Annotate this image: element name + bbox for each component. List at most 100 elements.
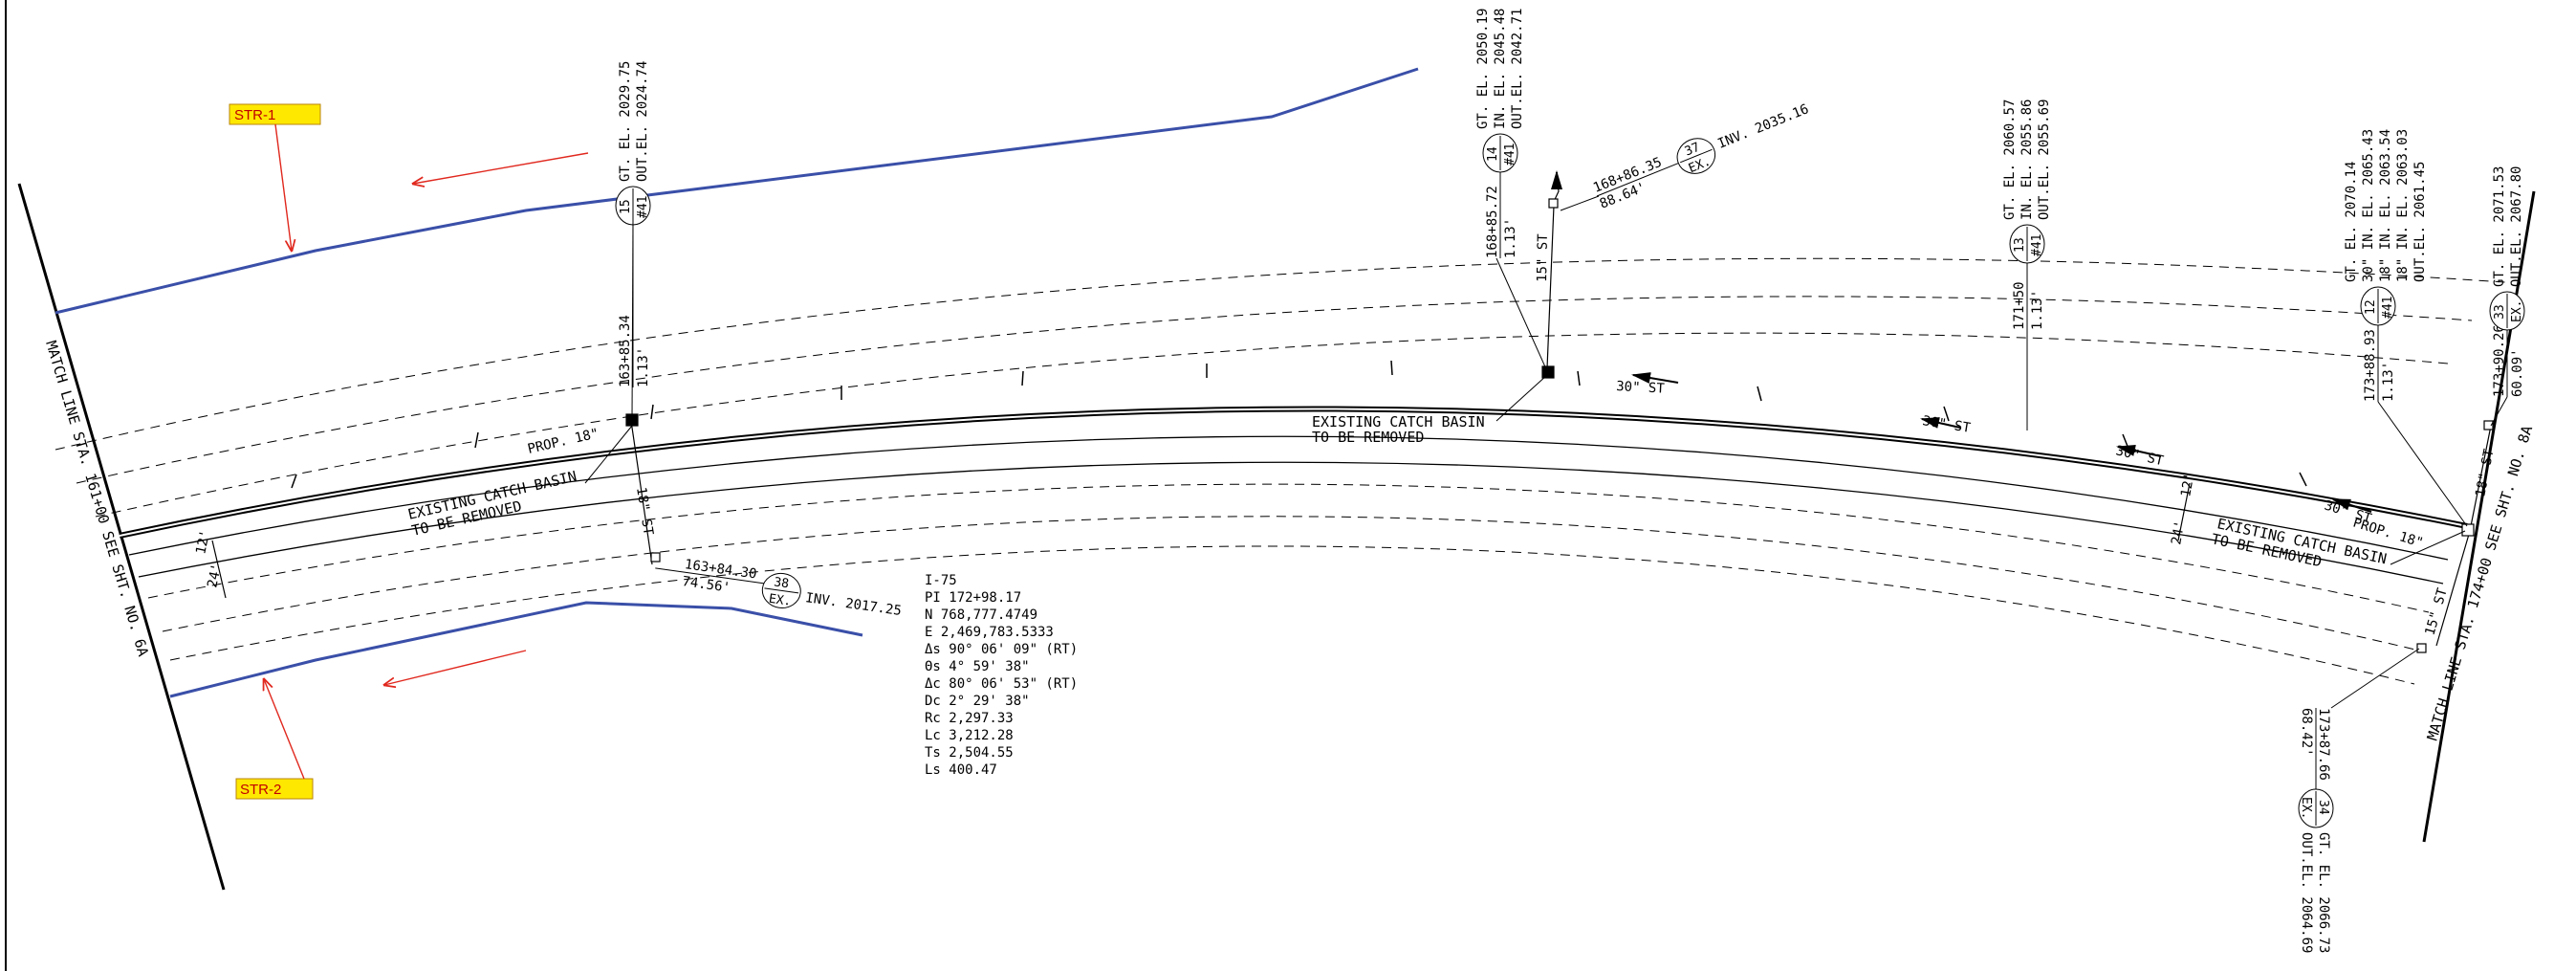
station-13: 171+50 [2012,281,2027,330]
str-2-leader [264,679,305,780]
elev-12-4: OUT.EL. 2061.45 [2412,162,2428,282]
flow-arrow-south [384,650,527,685]
elev-34-0: GT. EL. 2066.73 [2316,832,2331,953]
elev-34-1: OUT.EL. 2064.69 [2299,832,2314,953]
leader-cb-mid [1495,374,1548,422]
structure-symbols [625,198,2494,653]
curve-line-7: Dc 2° 29' 38" [925,694,1030,709]
structure-15-callout[interactable]: 163+85.34 1.13' 15 #41 GT. EL. 2029.75 O… [615,61,651,387]
leader-37 [1560,195,1600,211]
struct-type-12: #41 [2381,297,2395,319]
offset-33: 60.09' [2510,348,2525,397]
leader-33 [2490,396,2508,427]
elev-15-0: GT. EL. 2029.75 [618,61,633,182]
struct-type-33: EX. [2510,300,2524,322]
elev-13-0: GT. EL. 2060.57 [2002,99,2018,220]
pipe-label-30-b: 30" ST [1921,413,1972,436]
station-12: 173+88.93 [2363,329,2378,402]
structure-38-callout[interactable]: 163+84.30 74.56' 38 EX. INV. 2017.25 [652,553,905,625]
station-15: 163+85.34 [618,315,633,387]
leader-12 [2377,401,2468,527]
match-line-left-label: MATCH LINE STA. 161+00 SEE SHT. NO. 6A [42,339,152,658]
lateral-pipes [630,176,2492,647]
inv-38: INV. 2017.25 [804,590,902,619]
note-existing-cb-mid: EXISTING CATCH BASIN [1312,413,1485,430]
offset-34: 68.42' [2299,708,2314,757]
structure-34-callout[interactable]: 173+87.66 68.42' 34 EX. GT. EL. 2066.73 … [2298,708,2334,953]
pipe-label-30-a: 30" ST [1616,379,1666,397]
curve-line-1: PI 172+98.17 [925,590,1021,606]
flow-arrow-north [413,152,589,184]
struct-num-13: 13 [2013,237,2027,253]
station-34: 173+87.66 [2316,708,2331,781]
pipe-arrows [1551,170,2372,513]
dim-24-right: 24' [2169,519,2188,546]
struct-type-34: EX. [2299,797,2313,819]
elev-33-0: GT. EL. 2071.53 [2492,166,2507,287]
leader-34 [2330,648,2420,709]
curve-line-9: Lc 3,212.28 [925,728,1014,743]
struct-num-12: 12 [2364,299,2378,315]
elev-12-1: 30" IN. EL. 2065.43 [2361,129,2376,282]
elev-12-3: 18" IN. EL. 2063.03 [2395,129,2411,282]
struct-num-15: 15 [619,199,633,214]
leader-cb-right [2390,530,2466,565]
dashed-line-1 [55,257,2506,451]
curve-line-3: E 2,469,783.5333 [925,625,1054,640]
roadway-lines [55,257,2506,685]
curve-line-10: Ts 2,504.55 [925,745,1014,761]
offset-12: 1.13' [2381,362,2396,402]
dimension-right: 24' 12' [2169,472,2197,546]
curve-line-5: Θs 4° 59' 38" [925,659,1030,674]
pipe-label-15-st-north: 15" ST [1535,233,1551,282]
station-33: 173+90.26 [2492,324,2507,397]
structure-37-callout[interactable]: 168+86.35 88.64' 37 EX. INV. 2035.16 [1590,95,1815,212]
offset-15: 1.13' [636,347,651,387]
leader-15 [631,219,634,420]
note-remove-mid: TO BE REMOVED [1312,429,1424,446]
lane-line-2 [138,461,2444,585]
dashed-line-4 [147,483,2430,613]
structure-33-callout[interactable]: 173+90.26 60.09' 33 EX. GT. EL. 2071.53 … [2489,166,2525,397]
offset-38: 74.56' [681,574,731,596]
curve-line-11: Ls 400.47 [925,762,997,778]
offset-13: 1.13' [2030,290,2045,330]
curve-line-4: Δs 90° 06' 09" (RT) [925,642,1078,657]
dim-24-left: 24' [205,563,225,589]
curve-line-6: Δc 80° 06' 53" (RT) [925,676,1078,692]
structure-12-callout[interactable]: 173+88.93 1.13' 12 #41 GT. EL. 2070.14 3… [2344,129,2428,402]
elev-14-1: IN. EL. 2045.48 [1493,9,1508,129]
lane-line-1 [128,435,2449,561]
ditch-north [55,67,1419,315]
elev-14-0: GT. EL. 2050.19 [1475,9,1491,129]
prop-18-label-left: PROP. 18" [526,426,600,457]
edge-line-north-inner [119,408,2468,537]
dashed-line-6 [169,545,2415,685]
station-ticks [291,360,2307,489]
offset-14: 1.13' [1503,218,1518,258]
struct-type-13: #41 [2030,234,2044,256]
match-line-right [2422,190,2536,843]
curve-line-2: N 768,777.4749 [925,607,1037,623]
leader-cb-left [584,425,633,484]
structure-14-callout[interactable]: 168+85.72 1.13' 14 #41 GT. EL. 2050.19 I… [1475,9,1525,258]
elev-12-2: 18" IN. EL. 2063.54 [2378,129,2393,282]
ditch-south [169,601,863,698]
dashed-line-5 [162,516,2420,651]
dim-12-left: 12' [193,529,213,556]
str-2-tag[interactable]: STR-2 [235,778,314,800]
elev-13-2: OUT.EL. 2055.69 [2037,99,2052,220]
struct-num-33: 33 [2493,304,2507,320]
dimension-left: 24' 12' [193,529,227,599]
structure-13-callout[interactable]: 171+50 1.13' 13 #41 GT. EL. 2060.57 IN. … [2002,99,2052,330]
curve-data-table: I-75 PI 172+98.17 N 768,777.4749 E 2,469… [925,573,1078,778]
dim-12-right: 12' [2178,472,2197,498]
str-1-leader [274,123,292,251]
dashed-line-3 [95,332,2449,518]
elev-15-1: OUT.EL. 2024.74 [635,61,650,182]
struct-num-37: 37 [1683,141,1702,160]
struct-type-38: EX. [768,592,792,609]
pipe-label-18-st: 18" ST [633,486,656,537]
elev-33-1: OUT.EL. 2067.80 [2509,166,2524,287]
str-1-tag[interactable]: STR-1 [229,103,321,125]
